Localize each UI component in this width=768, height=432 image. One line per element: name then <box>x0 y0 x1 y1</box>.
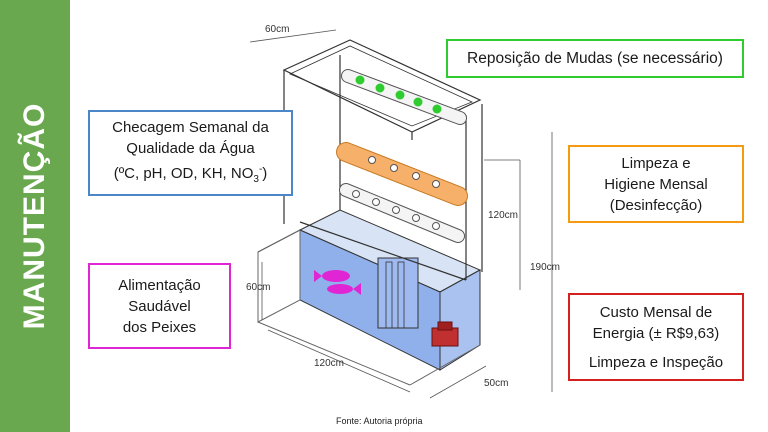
replant-text: Reposição de Mudas (se necessário) <box>467 50 723 67</box>
dim-total-height: 190cm <box>530 262 560 273</box>
pump-icon <box>431 321 459 347</box>
dim-tank-height: 60cm <box>246 282 270 293</box>
grow-pipe-top <box>341 69 467 125</box>
fish-icon <box>314 270 361 295</box>
feeding-box: Alimentação Saudável dos Peixes <box>88 263 231 349</box>
water-line-2: Qualidade da Água <box>126 139 255 157</box>
dimension-lines <box>249 29 553 399</box>
water-line-1: Checagem Semanal da <box>112 118 269 136</box>
replant-box: Reposição de Mudas (se necessário) <box>446 39 744 78</box>
dim-column-height: 120cm <box>488 210 518 221</box>
dim-tank-length: 120cm <box>314 358 344 369</box>
dim-top-width: 60cm <box>265 24 289 35</box>
energy-line-2: Energia (± R$9,63) <box>592 324 720 342</box>
water-quality-box: Checagem Semanal da Qualidade da Água (º… <box>88 110 293 196</box>
grow-pipe-middle <box>336 142 468 206</box>
clean-line-2: Higiene Mensal <box>604 175 708 193</box>
clean-line-1: Limpeza e <box>621 154 691 172</box>
sidebar-band: MANUTENÇÃO <box>0 0 70 432</box>
energy-line-1: Custo Mensal de <box>599 303 713 321</box>
clean-line-3: (Desinfecção) <box>609 196 703 214</box>
energy-box: Custo Mensal de Energia (± R$9,63) Limpe… <box>568 293 744 381</box>
dim-tank-depth: 50cm <box>484 378 508 389</box>
energy-line-3: Limpeza e Inspeção <box>588 353 724 371</box>
water-line-3: (ºC, pH, OD, KH, NO3-) <box>113 163 268 185</box>
feed-line-2: Saudável <box>128 297 191 315</box>
grow-pipe-bottom <box>339 183 465 243</box>
feed-line-1: Alimentação <box>118 276 201 294</box>
fish-tank <box>257 209 482 386</box>
feed-line-3: dos Peixes <box>122 318 197 336</box>
source-caption: Fonte: Autoria própria <box>336 416 423 426</box>
cleaning-box: Limpeza e Higiene Mensal (Desinfecção) <box>568 145 744 223</box>
